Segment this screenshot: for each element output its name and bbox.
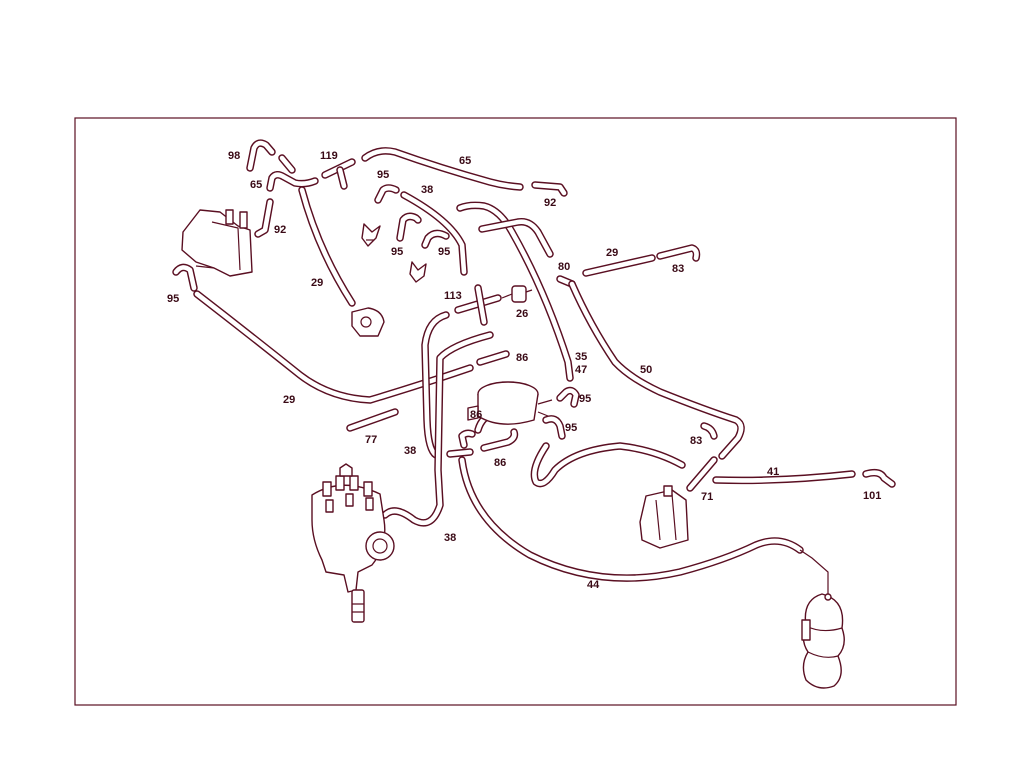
hose-95-elbow-a <box>396 212 422 242</box>
label-29-top-right: 29 <box>606 247 618 259</box>
label-86-lower: 86 <box>494 457 506 469</box>
hose-86-lower-b <box>458 429 476 449</box>
label-113: 113 <box>444 290 462 302</box>
label-86-mid: 86 <box>470 409 482 421</box>
label-77: 77 <box>365 434 377 446</box>
hose-65-small <box>266 171 319 192</box>
hose-95-left <box>172 263 198 292</box>
components <box>181 209 845 689</box>
hose-loop-mid <box>530 442 686 488</box>
hose-86-lower-c <box>480 428 519 452</box>
hose-47 <box>478 217 554 258</box>
label-50: 50 <box>640 364 652 376</box>
hose-95-elbow-b <box>421 229 450 249</box>
label-38-mid: 38 <box>404 445 416 457</box>
hose-86-upper <box>476 350 510 366</box>
hose-65-long <box>361 147 524 191</box>
label-92-left: 92 <box>274 224 286 236</box>
label-95-left: 95 <box>167 293 179 305</box>
hose-29-long <box>193 290 474 404</box>
label-38-top: 38 <box>421 184 433 196</box>
vacuum-chamber-center <box>467 381 553 425</box>
label-98: 98 <box>228 150 240 162</box>
label-29-left-vertical: 29 <box>311 277 323 289</box>
label-86-upper: 86 <box>516 352 528 364</box>
check-valve-left <box>361 223 381 247</box>
label-35: 35 <box>575 351 587 363</box>
label-95-mid-a: 95 <box>579 393 591 405</box>
label-95-elbow-a: 95 <box>391 246 403 258</box>
hose-50 <box>568 280 745 460</box>
hose-83-top <box>656 244 701 262</box>
hoses <box>172 139 896 582</box>
label-95-elbow-b: 95 <box>438 246 450 258</box>
hose-29-top-right <box>582 254 656 277</box>
label-26: 26 <box>516 308 528 320</box>
hose-38-top <box>400 191 468 276</box>
label-47: 47 <box>575 364 587 376</box>
part-labels: 98 119 65 65 95 38 92 92 95 95 29 80 83 … <box>167 150 881 591</box>
hose-44 <box>458 456 804 582</box>
elbow-fitting-29 <box>351 307 385 337</box>
check-valve-right <box>409 261 427 283</box>
valve-26 <box>501 285 533 303</box>
cross-fitting-113 <box>454 284 502 326</box>
hose-top-connector <box>278 154 296 174</box>
hose-38-inner <box>381 331 494 527</box>
label-38-lower: 38 <box>444 532 456 544</box>
label-65-top: 65 <box>459 155 471 167</box>
vacuum-valve-top-left <box>181 209 253 277</box>
vacuum-reservoir <box>799 549 845 689</box>
hose-98 <box>246 139 276 172</box>
hose-29-left-vertical <box>298 186 356 307</box>
label-92-right: 92 <box>544 197 556 209</box>
label-95-mid-b: 95 <box>565 422 577 434</box>
distributor <box>311 463 395 623</box>
hose-38-loop <box>421 311 450 459</box>
label-83-top: 83 <box>672 263 684 275</box>
hose-41 <box>712 470 856 485</box>
hose-83-mid <box>700 422 718 440</box>
label-101: 101 <box>863 490 881 502</box>
hose-71 <box>686 456 718 492</box>
hose-92-left <box>254 198 274 238</box>
label-29-long: 29 <box>283 394 295 406</box>
label-80: 80 <box>558 261 570 273</box>
hose-119-tee <box>321 158 356 190</box>
label-44: 44 <box>587 579 600 591</box>
hose-95-top <box>374 184 400 204</box>
label-41: 41 <box>767 466 779 478</box>
label-71: 71 <box>701 491 713 503</box>
hose-95-mid-b <box>542 415 566 440</box>
hose-101 <box>862 468 896 488</box>
hose-stub-lower-left <box>446 448 474 458</box>
hose-95-mid-a <box>556 386 580 408</box>
label-65-left: 65 <box>250 179 262 191</box>
label-95-top: 95 <box>377 169 389 181</box>
label-119: 119 <box>320 150 338 162</box>
vacuum-valve-71 <box>639 485 689 549</box>
hose-77 <box>346 408 399 432</box>
hose-92-right <box>531 181 568 197</box>
label-83-mid: 83 <box>690 435 702 447</box>
diagram-frame <box>74 117 957 706</box>
